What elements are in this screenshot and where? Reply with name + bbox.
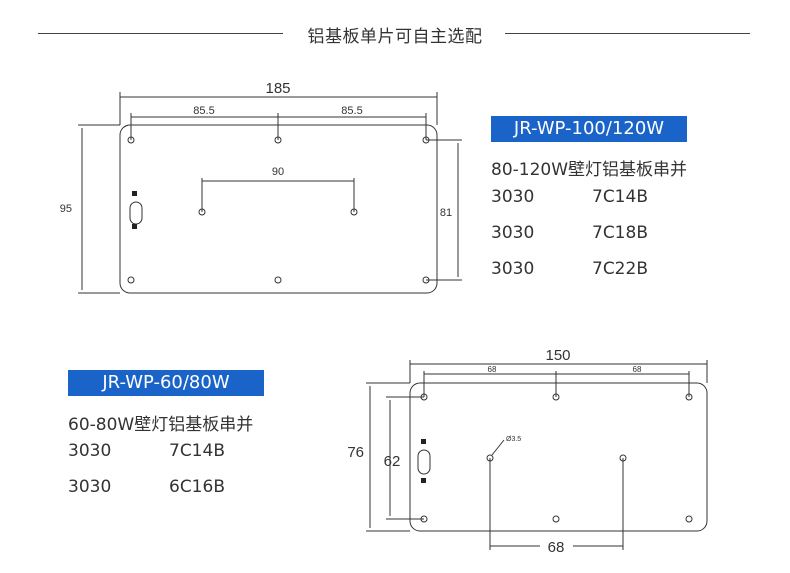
board2-half-right-label: 68 (633, 365, 642, 374)
mount-hole (619, 454, 627, 462)
mount-hole (685, 393, 693, 401)
mount-hole (420, 393, 428, 401)
board1-holespan-label: 81 (440, 207, 452, 219)
mount-hole (127, 276, 135, 284)
header-rule-left (38, 33, 283, 34)
mount-hole (552, 515, 560, 523)
header-rule-right (505, 33, 750, 34)
board2-half-left-label: 68 (488, 365, 497, 374)
board2-hole-label: Ø3.5 (506, 436, 521, 443)
board1-row-code: 7C22B (592, 259, 648, 279)
section-title: 铝基板单片可自主选配 (299, 27, 491, 47)
board1-spec: 80-120W壁灯铝基板串并 (491, 160, 688, 180)
mount-hole (127, 136, 135, 144)
board2-inner-label: 68 (548, 539, 565, 556)
board1-row-code: 7C14B (592, 187, 648, 207)
board1-row-code: 7C18B (592, 223, 648, 243)
board1-outline (119, 124, 438, 294)
mount-hole (422, 276, 430, 284)
mount-hole (552, 393, 560, 401)
board2-model-badge: JR-WP-60/80W (68, 370, 264, 396)
mount-hole (198, 208, 206, 216)
board1-model-badge: JR-WP-100/120W (491, 116, 687, 142)
connector-slot (417, 449, 431, 475)
mount-hole (274, 276, 282, 284)
board1-row-led: 3030 (491, 223, 535, 243)
board2-row-code: 6C16B (169, 477, 225, 497)
board2-row-led: 3030 (68, 477, 112, 497)
mount-hole (422, 136, 430, 144)
board1-height-label: 95 (60, 203, 72, 215)
board2-spec: 60-80W壁灯铝基板串并 (68, 415, 254, 435)
board2-dim-labels: 150 68 68 Ø3.5 76 62 68 (347, 347, 642, 556)
board2-height-label: 76 (347, 444, 364, 461)
board2-width-label: 150 (545, 347, 570, 364)
board1-width-label: 185 (265, 80, 290, 97)
board1-dim-labels: 185 85.5 85.5 90 95 81 (60, 80, 452, 219)
board1-half-left-label: 85.5 (193, 105, 214, 117)
board1-drawing (78, 92, 462, 294)
board2-outline (409, 382, 708, 532)
board2-row-code: 7C14B (169, 441, 225, 461)
board1-inner-label: 90 (272, 166, 284, 178)
board1-half-right-label: 85.5 (341, 105, 362, 117)
mount-hole (486, 454, 494, 462)
board2-drawing (366, 360, 708, 550)
board2-holespan-label: 62 (384, 453, 401, 470)
mount-hole (274, 136, 282, 144)
mount-hole (420, 515, 428, 523)
board1-row-led: 3030 (491, 259, 535, 279)
connector-slot (129, 201, 143, 225)
mount-hole (350, 208, 358, 216)
board2-row-led: 3030 (68, 441, 112, 461)
board1-row-led: 3030 (491, 187, 535, 207)
section-header: 铝基板单片可自主选配 (0, 22, 790, 47)
mount-hole (685, 515, 693, 523)
